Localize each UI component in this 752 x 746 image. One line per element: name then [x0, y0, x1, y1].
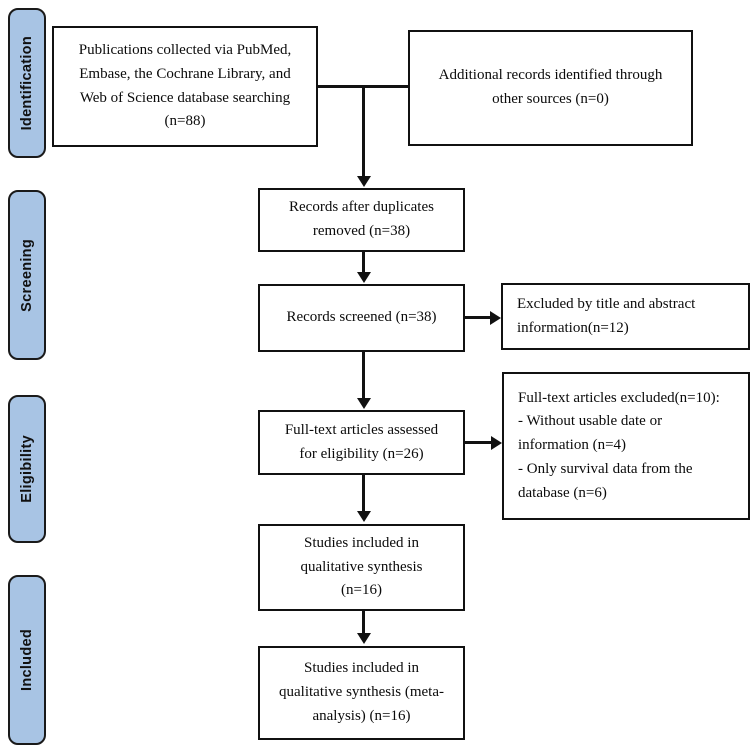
connector-screened-to-fulltext	[362, 352, 365, 399]
stage-label-screening: Screening	[19, 238, 35, 312]
box-qualitative-synthesis: Studies included in qualitative synthesi…	[258, 524, 465, 611]
stage-pill-eligibility: Eligibility	[8, 395, 46, 543]
stage-pill-identification: Identification	[8, 8, 46, 158]
box-records-excluded-text: Excluded by title and abstract informati…	[517, 295, 696, 336]
box-records-identified: Publications collected via PubMed, Embas…	[52, 26, 318, 147]
stage-label-eligibility: Eligibility	[19, 435, 35, 503]
box-quantitative-synthesis: Studies included in qualitative synthesi…	[258, 646, 465, 740]
box-qualitative-synthesis-text: Studies included in qualitative synthesi…	[300, 534, 423, 599]
box-duplicates-removed: Records after duplicates removed (n=38)	[258, 188, 465, 252]
box-fulltext-assessed: Full-text articles assessed for eligibil…	[258, 410, 465, 475]
arrow-fulltext-to-excluded	[491, 435, 502, 450]
box-records-identified-text: Publications collected via PubMed, Embas…	[78, 42, 292, 130]
arrow-qualitative-to-quantitative	[356, 633, 371, 644]
box-fulltext-excluded-text: Full-text articles excluded(n=10): - Wit…	[518, 389, 720, 501]
arrow-fulltext-to-qualitative	[356, 511, 371, 522]
stage-pill-included: Included	[8, 575, 46, 745]
stage-pill-screening: Screening	[8, 190, 46, 360]
box-additional-records: Additional records identified through ot…	[408, 30, 693, 146]
box-records-screened-text: Records screened (n=38)	[286, 309, 437, 326]
arrow-merge-to-duplicates	[356, 176, 371, 187]
box-fulltext-excluded: Full-text articles excluded(n=10): - Wit…	[502, 372, 750, 520]
arrow-screened-to-excluded	[490, 310, 501, 325]
arrow-screened-to-fulltext	[356, 398, 371, 409]
box-records-screened: Records screened (n=38)	[258, 284, 465, 352]
connector-duplicates-to-screened	[362, 252, 365, 273]
connector-qualitative-to-quantitative	[362, 611, 365, 634]
box-quantitative-synthesis-text: Studies included in qualitative synthesi…	[279, 660, 444, 724]
connector-merge-vertical	[362, 85, 365, 177]
box-additional-records-text: Additional records identified through ot…	[438, 67, 663, 107]
box-fulltext-assessed-text: Full-text articles assessed for eligibil…	[284, 421, 439, 462]
connector-fulltext-to-excluded	[465, 441, 492, 444]
connector-fulltext-to-qualitative	[362, 475, 365, 512]
box-duplicates-removed-text: Records after duplicates removed (n=38)	[289, 199, 434, 239]
arrow-duplicates-to-screened	[356, 272, 371, 283]
stage-label-included: Included	[19, 628, 35, 691]
box-records-excluded: Excluded by title and abstract informati…	[501, 283, 750, 350]
stage-label-identification: Identification	[19, 35, 35, 131]
connector-screened-to-excluded	[465, 316, 491, 319]
